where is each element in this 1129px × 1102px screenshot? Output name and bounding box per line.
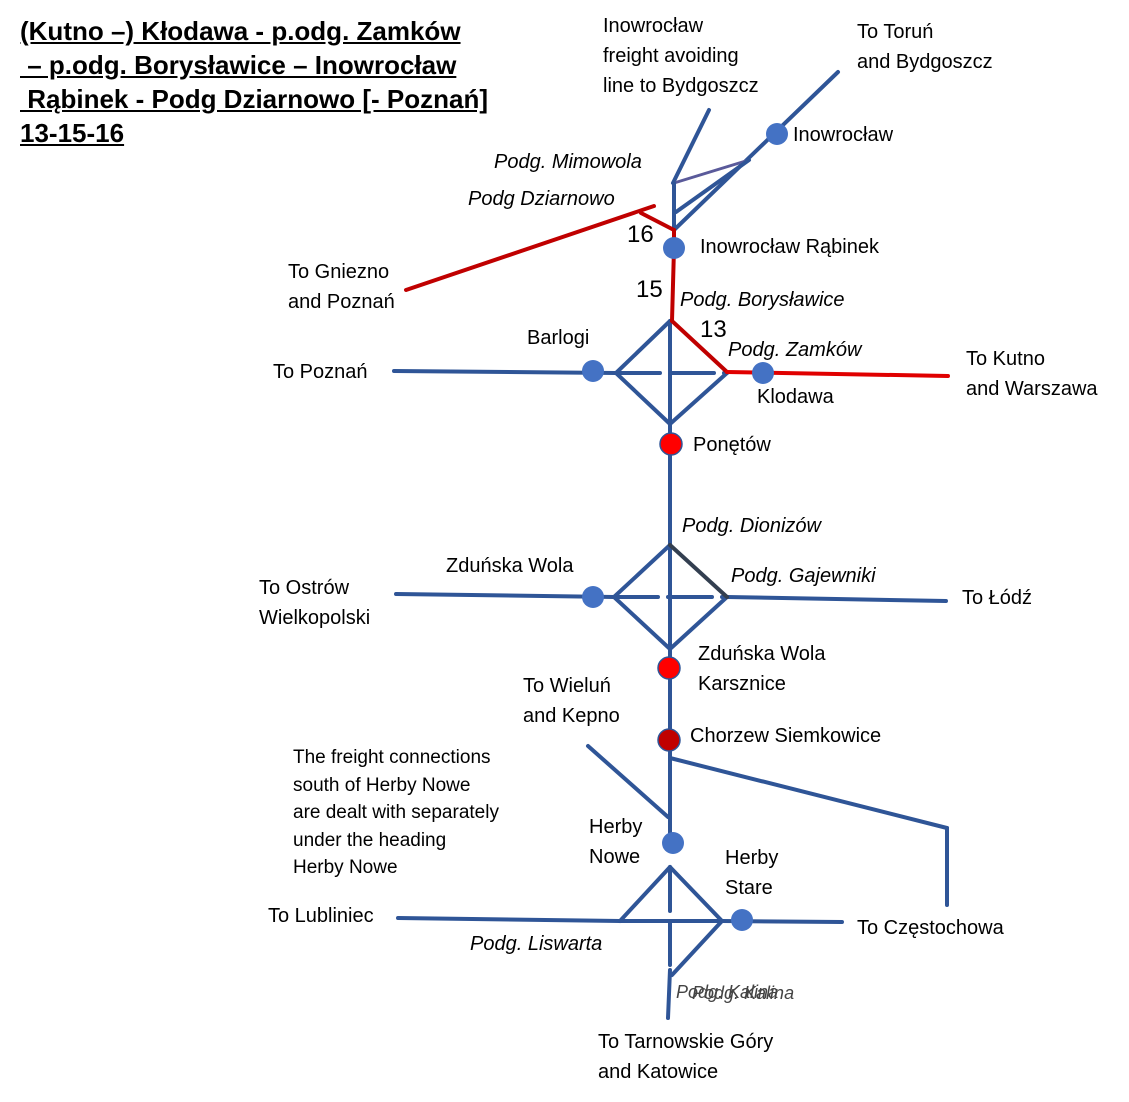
title-line-2: – p.odg. Borysławice – Inowrocław: [20, 50, 457, 80]
label-podg-kalina-b: Podg. Kalina: [692, 983, 795, 1003]
label-podg-dionizow: Podg. Dionizów: [682, 515, 821, 537]
label-klodawa: Klodawa: [757, 386, 834, 408]
label-inowroclaw: Inowrocław: [793, 124, 894, 146]
label-zdunska-wola: Zduńska Wola: [446, 555, 574, 577]
label-to-torun: To Toruń and Bydgoszcz: [857, 21, 993, 73]
line-to-lubliniec: [396, 916, 622, 923]
label-to-kutno: To Kutno and Warszawa: [966, 348, 1098, 400]
junction-dark-line: [668, 543, 729, 599]
line-to-gniezno: [404, 204, 656, 292]
label-to-tarnowskie: To Tarnowskie Góry and Katowice: [598, 1031, 774, 1083]
title-line-4: 13-15-16: [20, 118, 125, 148]
label-to-lodz: To Łódź: [962, 587, 1033, 609]
diamond-gajewniki-lower: [668, 595, 729, 651]
title-line-1: (Kutno –) Kłodawa - p.odg. Zamków: [20, 16, 461, 46]
line-to-torun: [672, 70, 840, 232]
label-to-czestochowa: To Częstochowa: [857, 917, 1004, 939]
line-13-boryslawice-zamkow: [670, 319, 729, 374]
diamond-klodawa-lower: [668, 371, 729, 426]
diamond-zdunska-lower: [612, 595, 672, 651]
line-to-poznan: [392, 369, 618, 375]
station-herby-stare: [731, 909, 753, 931]
label-barlogi: Barlogi: [527, 327, 590, 349]
label-podg-liswarta: Podg. Liswarta: [470, 933, 603, 955]
line-to-lodz: [725, 595, 948, 603]
label-ponetow: Ponętów: [693, 434, 771, 456]
label-herby-nowe: Herby Nowe: [589, 816, 643, 868]
label-podg-zamkow: Podg. Zamków: [728, 339, 862, 361]
diamond-zdunska-upper: [612, 543, 672, 599]
label-to-ostrow: To Ostrów Wielkopolski: [259, 577, 371, 629]
diagram-title: (Kutno –) Kłodawa - p.odg. Zamków – p.od…: [20, 14, 488, 150]
label-to-gniezno: To Gniezno and Poznań: [288, 261, 395, 313]
label-podg-kalina-a: Podg. Kalina: [676, 982, 779, 1002]
station-chorzew-siemkowice: [657, 728, 681, 752]
chord-mimowola-dziarnowo: [674, 158, 751, 214]
station-inowroclaw-rabinek: [663, 237, 685, 259]
blue-lines: [392, 70, 949, 1020]
station-ponetow: [659, 432, 683, 456]
stations: [582, 123, 788, 931]
freight-note: The freight connections south of Herby N…: [293, 747, 499, 878]
chord-mimowola-inowroclaw: [672, 158, 751, 185]
line-to-ostrow: [394, 592, 616, 599]
red-route: [404, 204, 729, 374]
dziarnowo-rabinek-chord: [639, 211, 676, 232]
label-podg-mimowola: Podg. Mimowola: [494, 151, 642, 173]
diamond-barlogi-lower: [614, 371, 672, 426]
diamond-barlogi-upper: [614, 319, 672, 375]
triangle-herby-left: [618, 865, 672, 923]
line-number-15: 15: [636, 276, 663, 303]
label-to-lubliniec: To Lubliniec: [268, 905, 374, 927]
label-to-wielun: To Wieluń and Kepno: [523, 675, 620, 727]
station-zdunska-wola: [582, 586, 604, 608]
label-podg-dziarnowo: Podg Dziarnowo: [468, 188, 615, 210]
triangle-herby-right: [668, 865, 724, 923]
line-to-tarnowskie: [666, 968, 672, 1020]
label-freight-bydgoszcz: Inowrocław freight avoiding line to Bydg…: [603, 15, 759, 97]
line-number-16: 16: [627, 221, 654, 248]
line-15-rabinek-boryslawice: [670, 246, 676, 323]
station-zdunska-wola-karsznice: [657, 656, 681, 680]
freight-avoiding-line: [671, 108, 711, 185]
freight-line-czestochowa-a: [668, 756, 949, 830]
label-to-poznan: To Poznań: [273, 361, 368, 383]
station-klodawa: [752, 362, 774, 384]
line-from-wielun: [586, 744, 670, 819]
station-barlogi: [582, 360, 604, 382]
label-inowroclaw-rabinek: Inowrocław Rąbinek: [700, 236, 879, 258]
line-number-13: 13: [700, 316, 727, 343]
chord-dionizow-gajewniki: [668, 543, 729, 599]
station-herby-nowe: [662, 832, 684, 854]
chord-herby-stare-kalina: [670, 919, 724, 977]
title-line-3: Rąbinek - Podg Dziarnowo [- Poznań]: [20, 84, 488, 114]
label-podg-boryslawice: Podg. Borysławice: [680, 289, 845, 311]
label-herby-stare: Herby Stare: [725, 847, 779, 899]
label-podg-gajewniki: Podg. Gajewniki: [731, 565, 876, 587]
station-inowroclaw: [766, 123, 788, 145]
label-chorzew-siemkowice: Chorzew Siemkowice: [690, 725, 882, 747]
label-zdunska-wola-karsznice: Zduńska Wola Karsznice: [698, 643, 826, 695]
